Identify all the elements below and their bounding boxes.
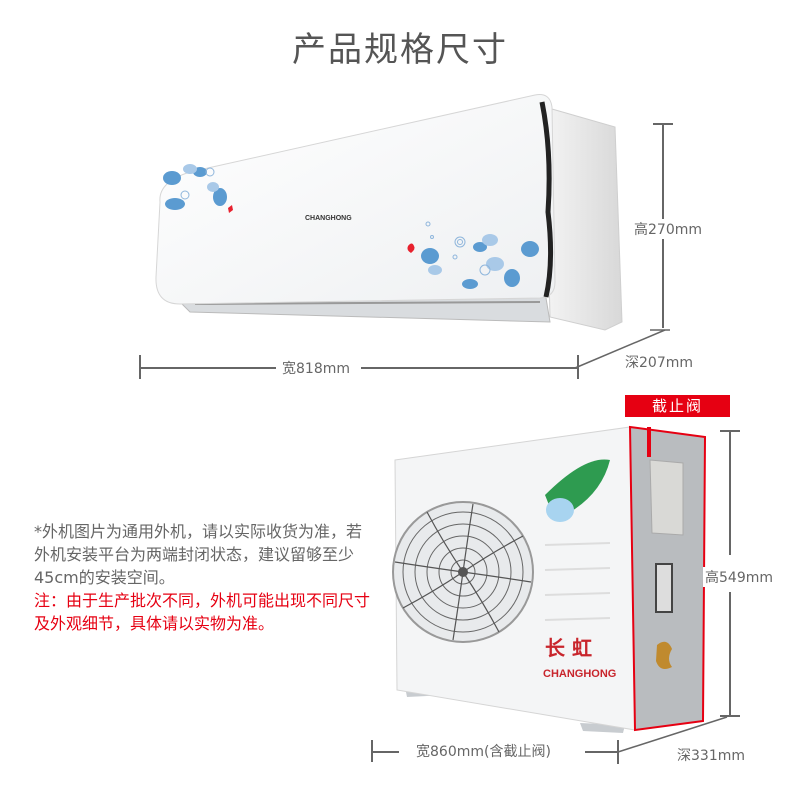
- outdoor-brand-cn: 长 虹: [545, 636, 592, 660]
- outdoor-height-line-bottom: [729, 592, 731, 716]
- outdoor-height-cap-bottom: [720, 715, 740, 717]
- outdoor-height-cap-top: [720, 430, 740, 432]
- outdoor-brand-en: CHANGHONG: [543, 668, 616, 680]
- indoor-width-cap-right: [577, 355, 579, 379]
- outdoor-width-line-right: [585, 751, 617, 753]
- page-title: 产品规格尺寸: [292, 30, 508, 70]
- outdoor-width-line-left: [371, 751, 399, 753]
- indoor-depth-line: [574, 329, 670, 369]
- outdoor-unit-image: 长 虹 CHANGHONG: [385, 415, 720, 735]
- fan-grille: [392, 501, 534, 643]
- outdoor-width-label: 宽860mm(含截止阀): [414, 741, 553, 761]
- outdoor-depth-line: [617, 716, 728, 753]
- outdoor-height-label: 高549mm: [703, 567, 775, 587]
- shutoff-valve-badge: 截止阀: [625, 395, 730, 417]
- indoor-width-cap-left: [139, 355, 141, 379]
- indoor-brand-logo: CHANGHONG: [305, 215, 352, 222]
- general-note: *外机图片为通用外机，请以实际收货为准，若外机安装平台为两端封闭状态，建议留够至…: [34, 522, 363, 587]
- indoor-height-label: 高270mm: [632, 219, 704, 239]
- indoor-unit-image: CHANGHONG: [150, 92, 630, 332]
- outdoor-depth-label: 深331mm: [675, 745, 747, 765]
- indoor-width-line-left: [140, 367, 276, 369]
- indoor-depth-label: 深207mm: [623, 352, 695, 372]
- batch-warning-note: 注：由于生产批次不同，外机可能出现不同尺寸及外观细节，具体请以实物为准。: [34, 591, 371, 633]
- outdoor-height-line-top: [729, 430, 731, 555]
- indoor-width-label: 宽818mm: [280, 358, 352, 378]
- installation-notes: *外机图片为通用外机，请以实际收货为准，若外机安装平台为两端封闭状态，建议留够至…: [34, 520, 374, 635]
- indoor-width-line-right: [361, 367, 579, 369]
- indoor-height-cap-top: [653, 123, 673, 125]
- outdoor-width-cap-right: [617, 740, 619, 764]
